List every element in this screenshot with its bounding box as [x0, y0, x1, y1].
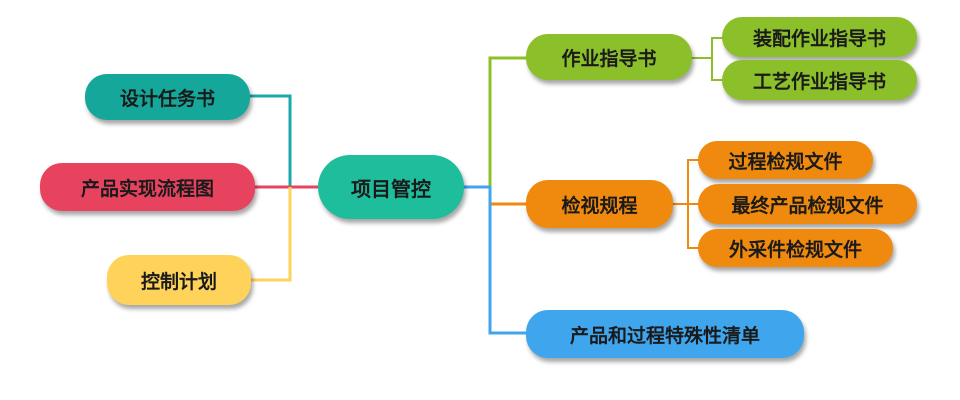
link-special-list — [462, 185, 528, 335]
node-product-process-special-list[interactable]: 产品和过程特殊性清单 — [526, 310, 804, 358]
link-inspection — [462, 185, 528, 206]
link-work-instruction — [462, 56, 528, 189]
node-final-product-inspection-file[interactable]: 最终产品检规文件 — [698, 184, 917, 224]
link-purchased-inspection — [672, 203, 700, 249]
link-process-inspection — [672, 159, 700, 205]
node-purchased-part-inspection-file[interactable]: 外采件检规文件 — [698, 229, 893, 267]
node-product-realization-flowchart[interactable]: 产品实现流程图 — [40, 163, 255, 211]
node-work-instruction[interactable]: 作业指导书 — [526, 34, 692, 80]
link-control-plan — [250, 187, 292, 282]
center-node-project-control[interactable]: 项目管控 — [318, 155, 464, 219]
link-assembly-instruction — [690, 37, 724, 59]
link-design-task — [248, 94, 318, 189]
link-process-instruction — [690, 57, 724, 81]
node-control-plan[interactable]: 控制计划 — [107, 255, 251, 305]
node-design-task-book[interactable]: 设计任务书 — [85, 74, 250, 120]
node-inspection-procedure[interactable]: 检视规程 — [526, 180, 673, 228]
node-assembly-work-instruction[interactable]: 装配作业指导书 — [722, 17, 917, 57]
node-process-inspection-file[interactable]: 过程检规文件 — [698, 141, 873, 179]
node-process-work-instruction[interactable]: 工艺作业指导书 — [722, 60, 917, 100]
